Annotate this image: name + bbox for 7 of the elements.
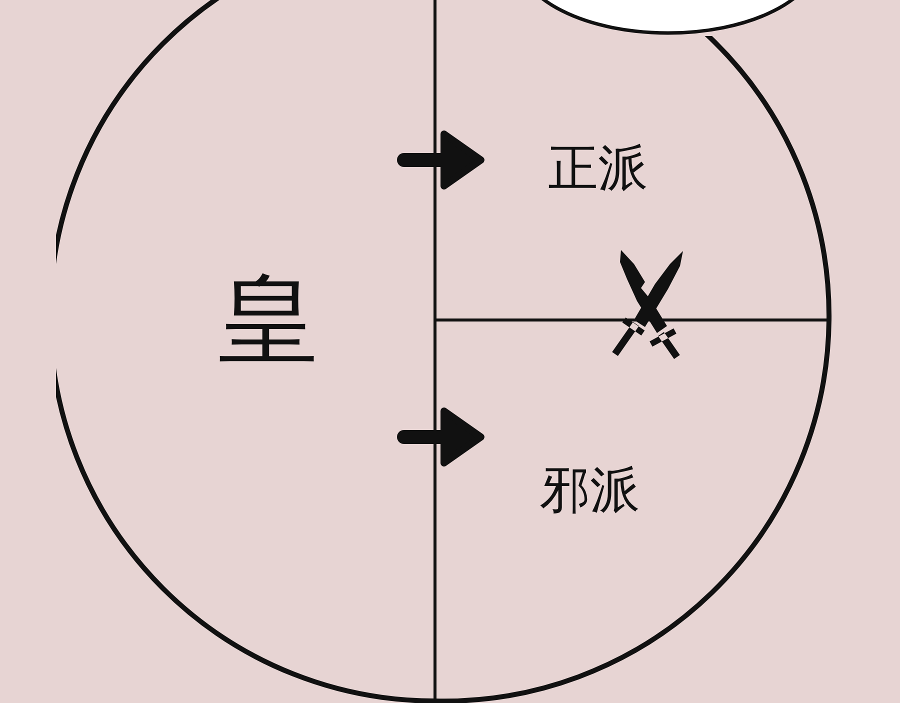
region-label: 皇	[218, 270, 318, 370]
arrow	[397, 130, 484, 190]
half-circle-region	[56, 0, 438, 703]
arrow	[397, 408, 484, 466]
speech-bubble	[540, 0, 796, 36]
region-label: 邪派	[540, 465, 640, 515]
region-label: 正派	[548, 143, 648, 193]
